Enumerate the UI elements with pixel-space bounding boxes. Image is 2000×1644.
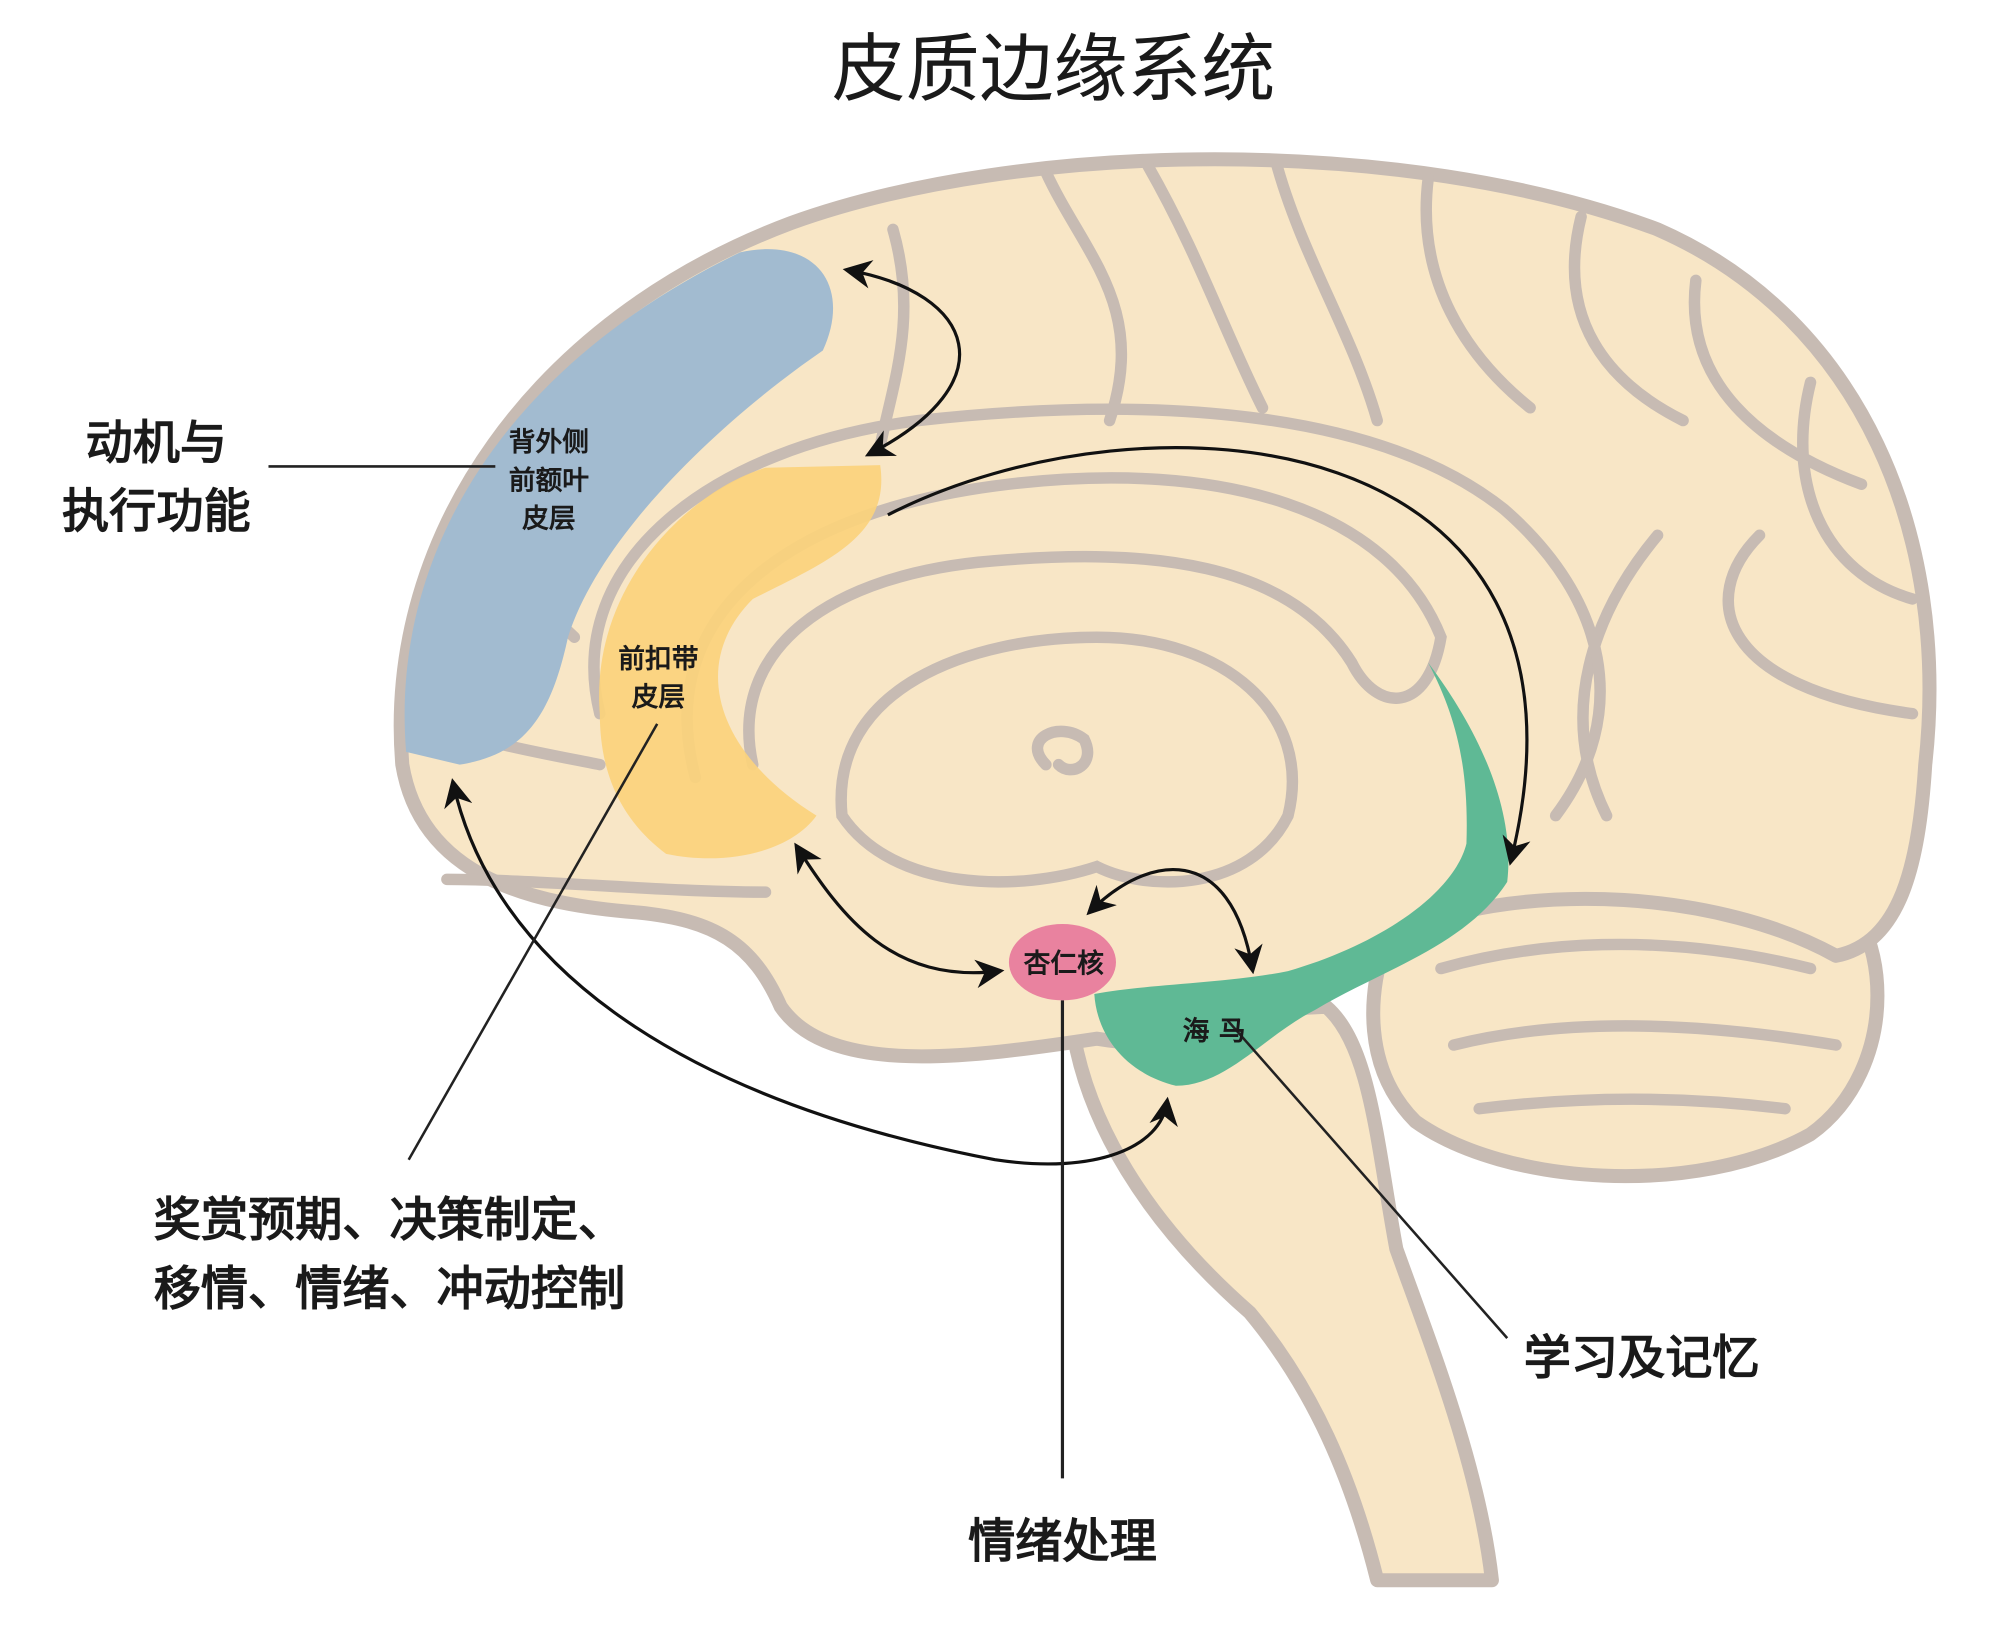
acc-label-line1: 前扣带 [618, 643, 698, 675]
reward-callout-line1: 奖赏预期、决策制定、 [154, 1193, 625, 1248]
fornix-curl [1031, 725, 1094, 776]
dlpfc-label-line3: 皮层 [522, 504, 576, 535]
learning-callout: 学习及记忆 [1524, 1331, 1760, 1386]
dlpfc-region [404, 249, 834, 765]
motivation-callout-line1: 动机与 [86, 416, 227, 471]
brainstem [1064, 999, 1499, 1588]
cingulate-sulcus [588, 403, 1606, 822]
hippocampus-label: 海 马 [1183, 1016, 1246, 1047]
acc-label-line2: 皮层 [632, 682, 686, 713]
reward-callout-line2: 移情、情绪、冲动控制 [154, 1262, 625, 1317]
diagram-title: 皮质边缘系统 [832, 26, 1275, 112]
leader-reward [407, 723, 659, 1161]
arrow-dlpfc-acc [842, 260, 962, 457]
motivation-callout-line2: 执行功能 [62, 485, 251, 540]
arrow-dlpfc-brainstem [444, 778, 1178, 1166]
emotion-callout: 情绪处理 [968, 1514, 1157, 1569]
leader-learning [1225, 1018, 1509, 1339]
amygdala-label: 杏仁核 [1024, 947, 1105, 979]
dlpfc-label-line1: 背外侧 [509, 427, 589, 458]
dlpfc-label-line2: 前额叶 [509, 464, 590, 496]
arrow-acc-hippocampus [887, 446, 1531, 866]
acc-region [599, 465, 882, 859]
cerebellum-folds [1435, 938, 1842, 1115]
